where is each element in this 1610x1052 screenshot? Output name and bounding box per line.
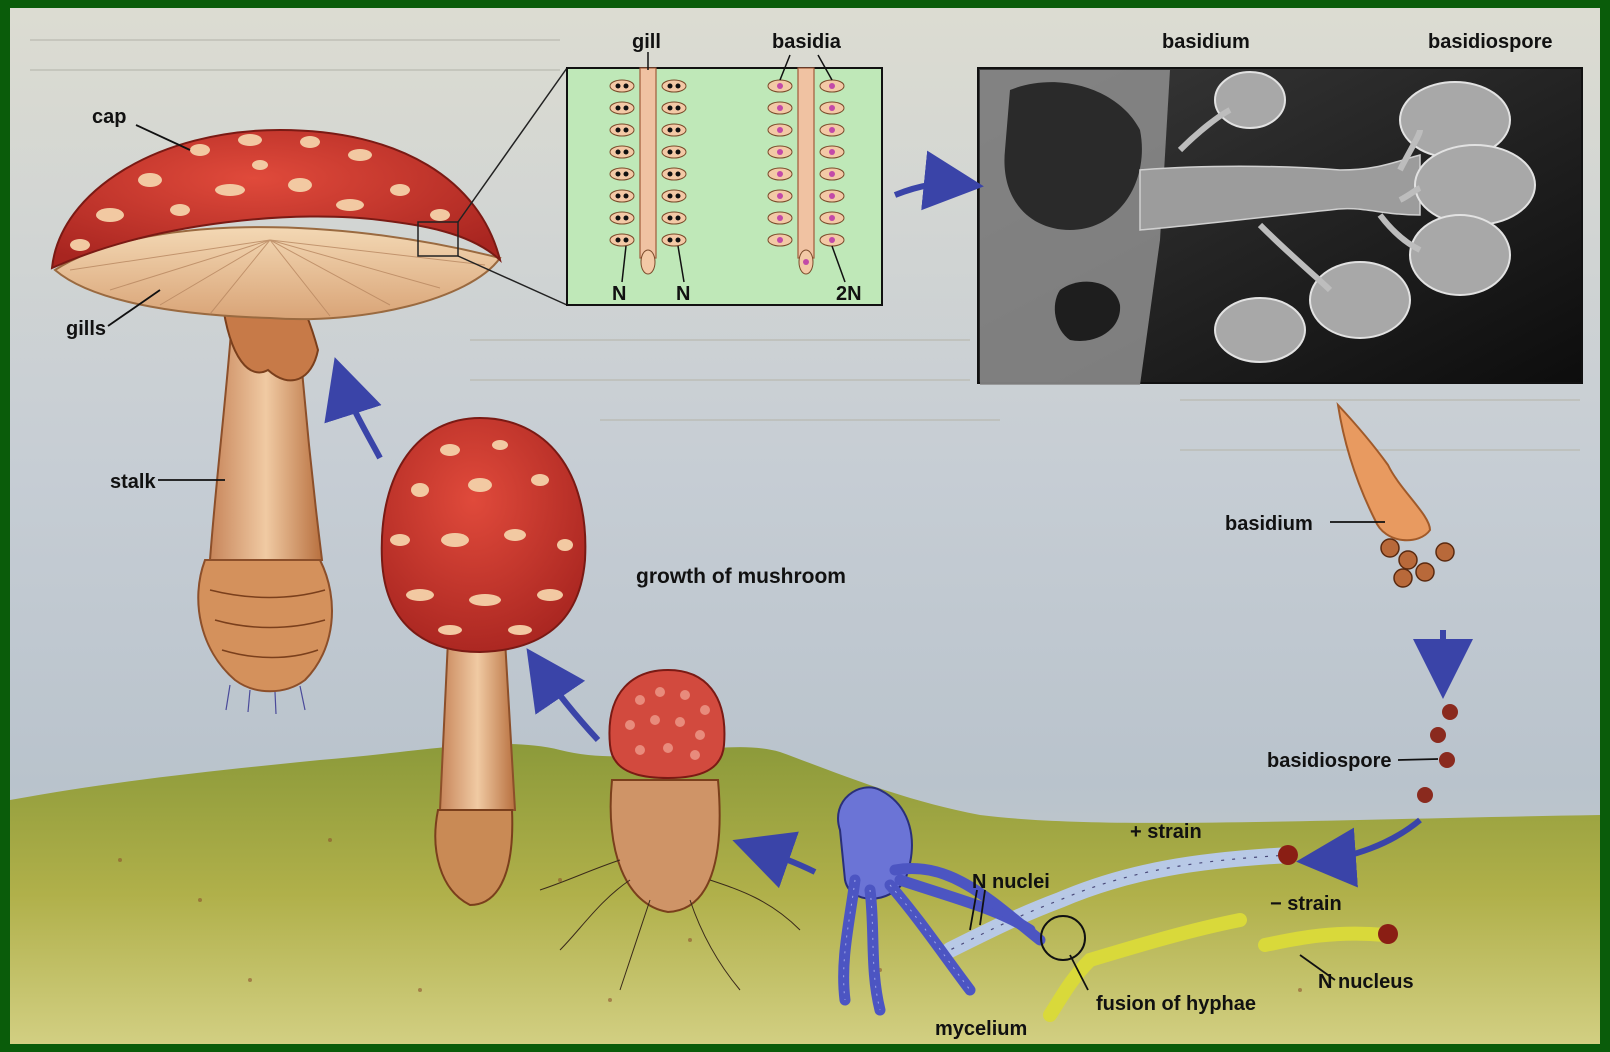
label-basidium-right: basidium xyxy=(1225,513,1313,535)
label-basidia: basidia xyxy=(772,31,842,53)
label-basidiospore-top: basidiospore xyxy=(1428,31,1552,53)
label-fusion-of-hyphae: fusion of hyphae xyxy=(1096,993,1256,1015)
label-cap: cap xyxy=(92,106,126,128)
young-cap xyxy=(382,418,586,652)
gill-right xyxy=(798,68,814,258)
label-basidium-top: basidium xyxy=(1162,31,1250,53)
label-basidiospore-right: basidiospore xyxy=(1267,750,1391,772)
label-n-right: N xyxy=(676,283,690,305)
label-n-nucleus: N nucleus xyxy=(1318,971,1414,993)
label-stalk: stalk xyxy=(110,471,156,493)
label-mycelium: mycelium xyxy=(935,1018,1027,1040)
label-gills: gills xyxy=(66,318,106,340)
label-plus-strain: + strain xyxy=(1130,821,1202,843)
label-minus-strain: − strain xyxy=(1270,893,1342,915)
label-growth-of-mushroom: growth of mushroom xyxy=(636,565,846,588)
gill-detail-panel xyxy=(567,52,882,305)
label-n-left: N xyxy=(612,283,626,305)
label-2n: 2N xyxy=(836,283,862,305)
gill-left xyxy=(640,68,656,258)
young-stalk xyxy=(440,640,515,810)
micrograph-basidium xyxy=(978,68,1582,385)
label-gill: gill xyxy=(632,31,661,53)
label-n-nuclei: N nuclei xyxy=(972,871,1050,893)
